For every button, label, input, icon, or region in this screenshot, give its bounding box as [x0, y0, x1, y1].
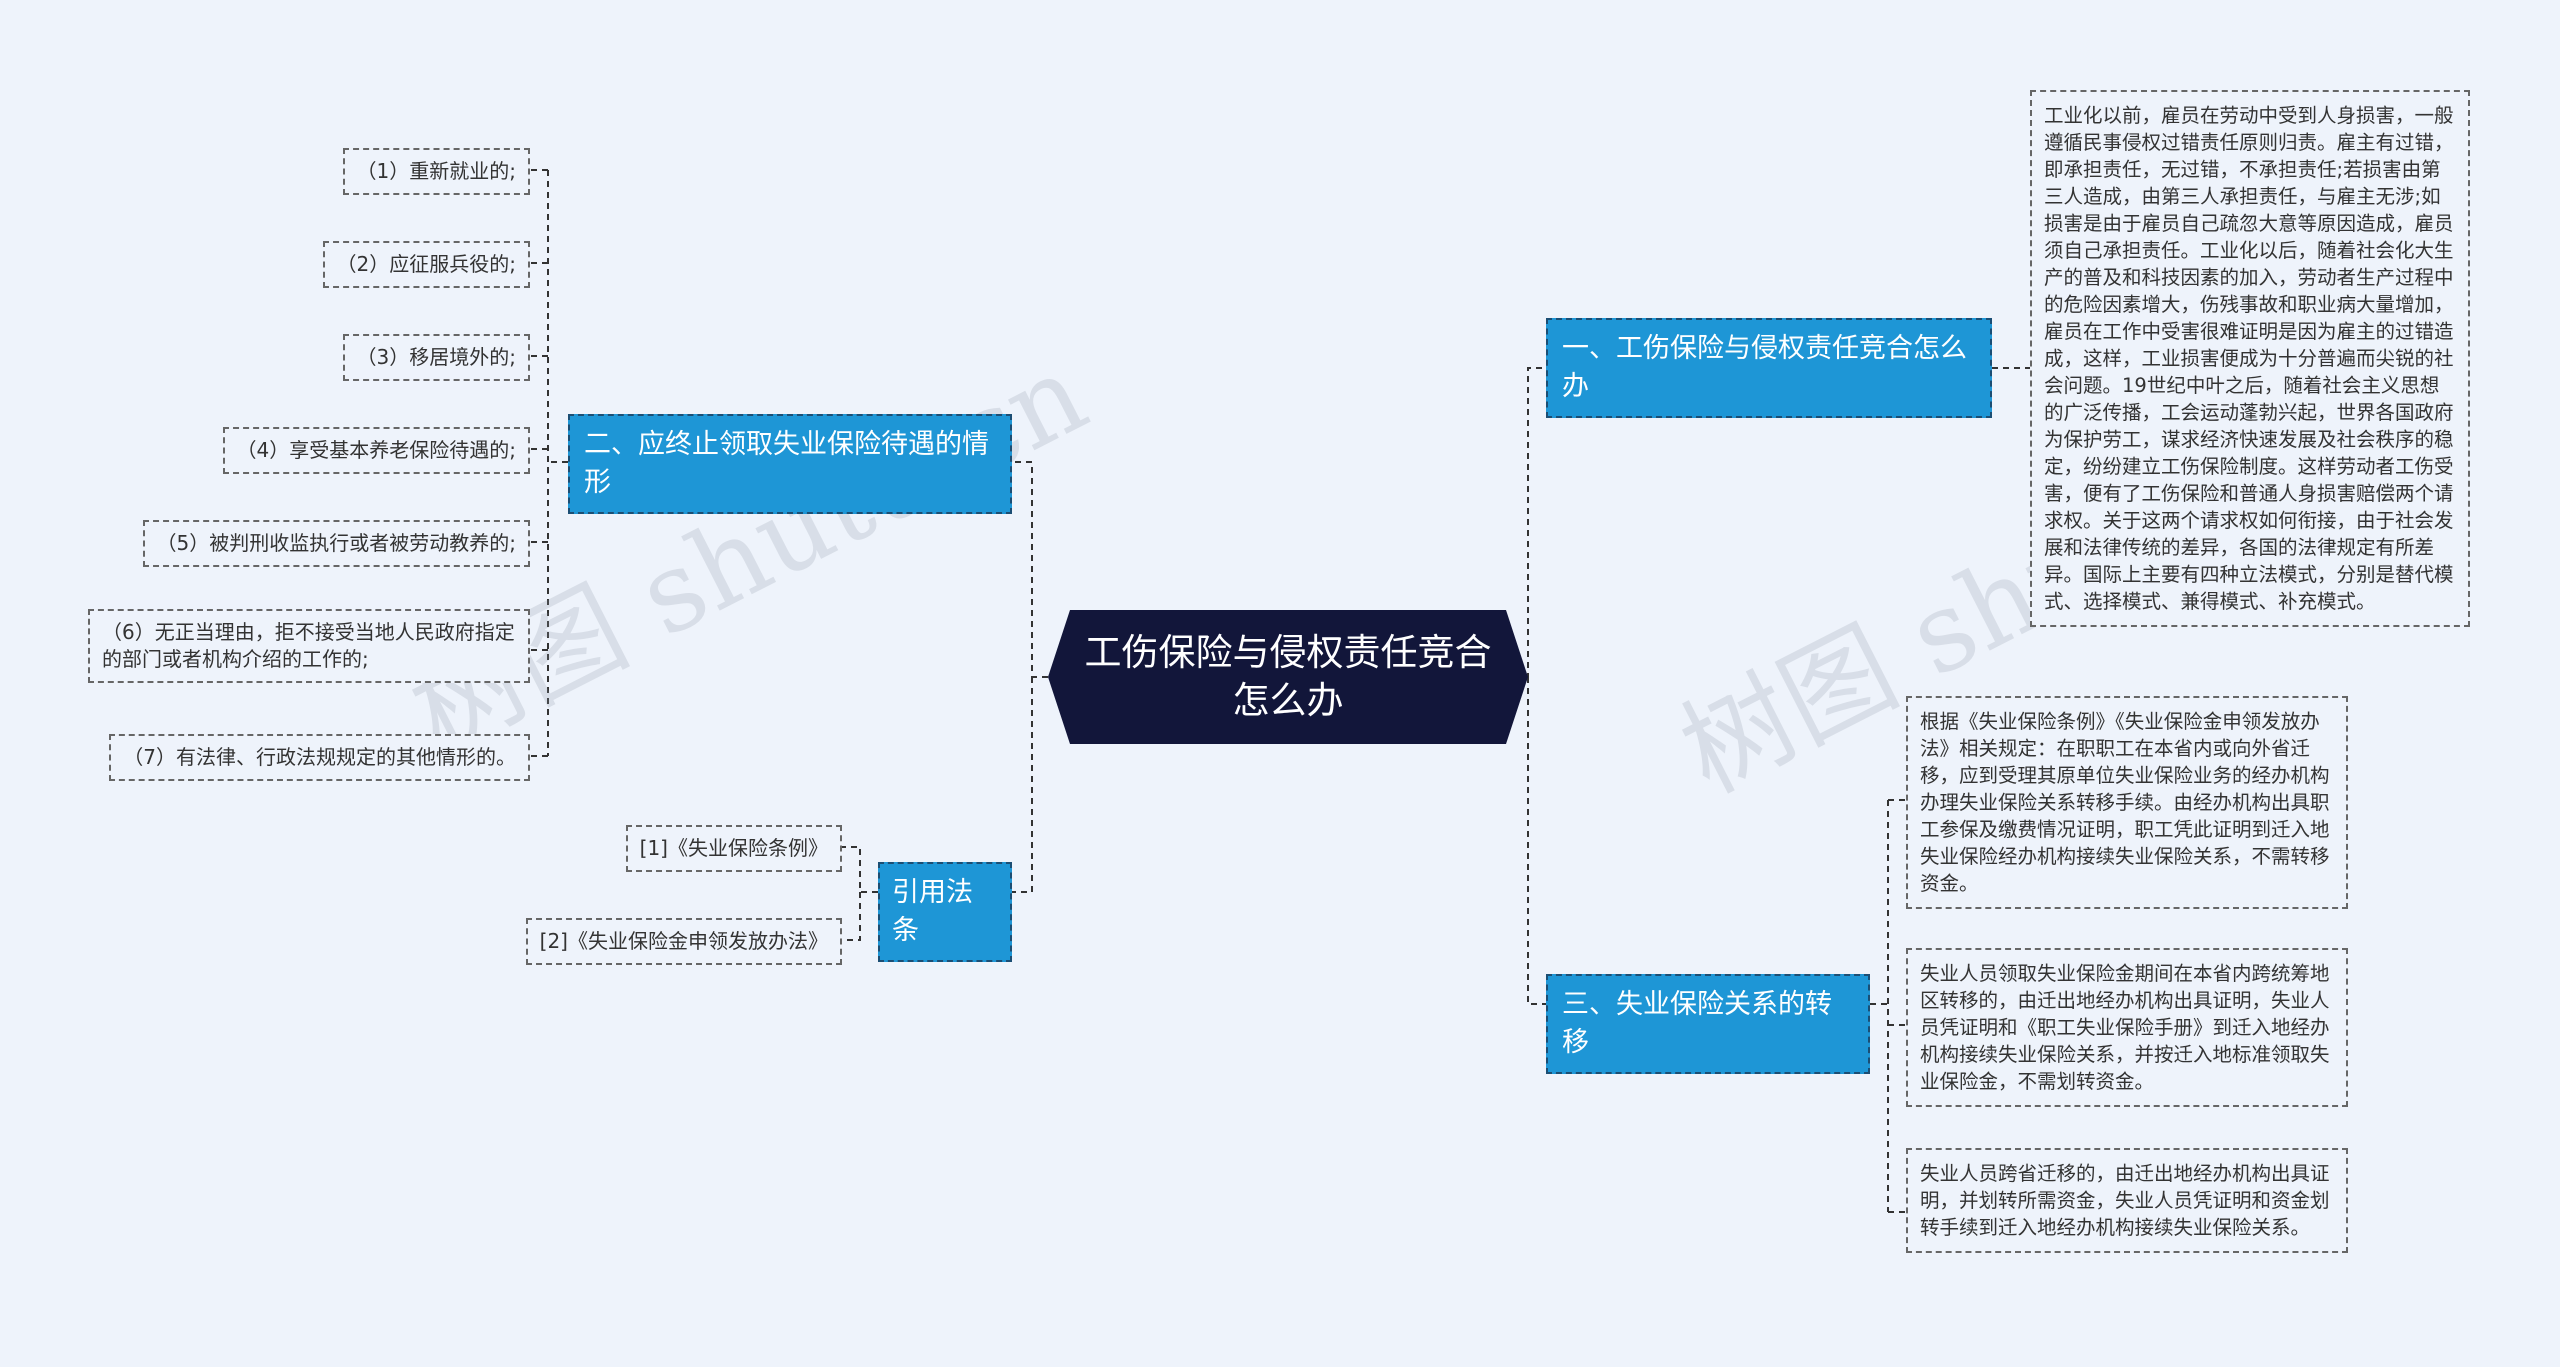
branch-4-label: 引用法条: [892, 877, 973, 946]
root-topic[interactable]: 工伤保险与侵权责任竞合怎么办: [1048, 610, 1528, 744]
branch-1-label: 一、工伤保险与侵权责任竞合怎么办: [1562, 333, 1967, 402]
list-item[interactable]: （6）无正当理由，拒不接受当地人民政府指定的部门或者机构介绍的工作的;: [88, 609, 530, 683]
branch-2[interactable]: 二、应终止领取失业保险待遇的情形: [568, 414, 1012, 514]
branch-2-label: 二、应终止领取失业保险待遇的情形: [584, 429, 989, 498]
list-item[interactable]: 失业人员跨省迁移的，由迁出地经办机构出具证明，并划转所需资金，失业人员凭证明和资…: [1906, 1148, 2348, 1253]
list-item[interactable]: [2]《失业保险金申领发放办法》: [525, 918, 842, 965]
list-item[interactable]: 失业人员领取失业保险金期间在本省内跨统筹地区转移的，由迁出地经办机构出具证明，失…: [1906, 948, 2348, 1107]
branch-3-label: 三、失业保险关系的转移: [1562, 989, 1832, 1058]
branch-1-detail-text: 工业化以前，雇员在劳动中受到人身损害，一般遵循民事侵权过错责任原则归责。雇主有过…: [2044, 104, 2454, 613]
list-item[interactable]: （1）重新就业的;: [342, 148, 530, 195]
list-item[interactable]: （4）享受基本养老保险待遇的;: [222, 427, 530, 474]
branch-1[interactable]: 一、工伤保险与侵权责任竞合怎么办: [1546, 318, 1992, 418]
list-item[interactable]: [1]《失业保险条例》: [625, 825, 842, 872]
list-item[interactable]: （7）有法律、行政法规规定的其他情形的。: [109, 734, 530, 781]
root-title: 工伤保险与侵权责任竞合怎么办: [1084, 631, 1492, 722]
branch-1-detail[interactable]: 工业化以前，雇员在劳动中受到人身损害，一般遵循民事侵权过错责任原则归责。雇主有过…: [2030, 90, 2470, 627]
list-item[interactable]: 根据《失业保险条例》《失业保险金申领发放办法》相关规定：在职职工在本省内或向外省…: [1906, 696, 2348, 909]
branch-3[interactable]: 三、失业保险关系的转移: [1546, 974, 1870, 1074]
list-item[interactable]: （3）移居境外的;: [342, 334, 530, 381]
branch-4[interactable]: 引用法条: [878, 862, 1012, 962]
list-item[interactable]: （2）应征服兵役的;: [322, 241, 530, 288]
list-item[interactable]: （5）被判刑收监执行或者被劳动教养的;: [142, 520, 530, 567]
